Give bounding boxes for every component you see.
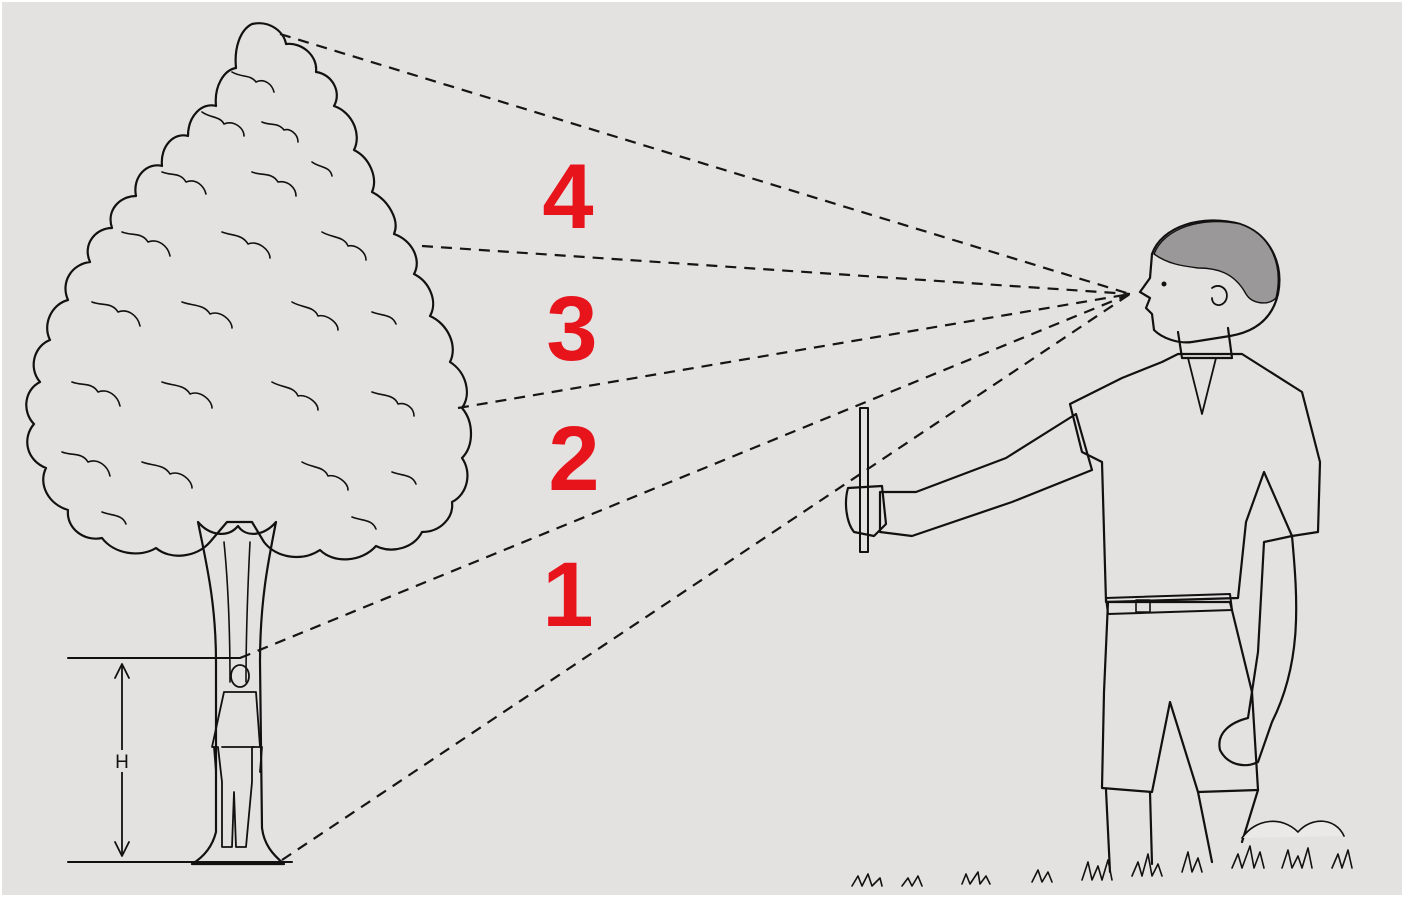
height-marker: H [68, 658, 292, 862]
ground-grass [852, 821, 1352, 886]
observer-hanging-arm [1219, 536, 1296, 765]
sight-line-mark-3 [422, 246, 1130, 294]
measuring-stick [860, 408, 868, 552]
sight-line-tree-top [280, 34, 1130, 294]
observer-ear [1212, 286, 1227, 305]
segment-number-3: 3 [546, 278, 597, 380]
tree [26, 23, 471, 864]
reference-person [212, 665, 262, 847]
segment-number-4: 4 [542, 146, 593, 248]
segment-number-2: 2 [548, 408, 599, 510]
height-label: H [115, 752, 129, 773]
sight-line-mark-1 [240, 294, 1130, 658]
observer-outstretched-arm [880, 414, 1092, 536]
trunk-bark-line [224, 542, 230, 682]
sight-lines [240, 34, 1130, 860]
tree-canopy [26, 23, 471, 559]
observer-eye [1162, 282, 1167, 287]
reference-person-body [212, 692, 260, 847]
observer-shirt [1070, 354, 1320, 602]
canopy-texture [62, 72, 416, 529]
segment-number-1: 1 [542, 544, 593, 646]
segment-numbers: 4 3 2 1 [542, 146, 599, 646]
tree-trunk [192, 522, 284, 864]
observer-belt [1106, 594, 1232, 614]
observer [846, 221, 1320, 872]
sight-line-tree-base [282, 294, 1130, 860]
trunk-bark-line [246, 542, 250, 682]
observer-collar [1188, 358, 1216, 414]
